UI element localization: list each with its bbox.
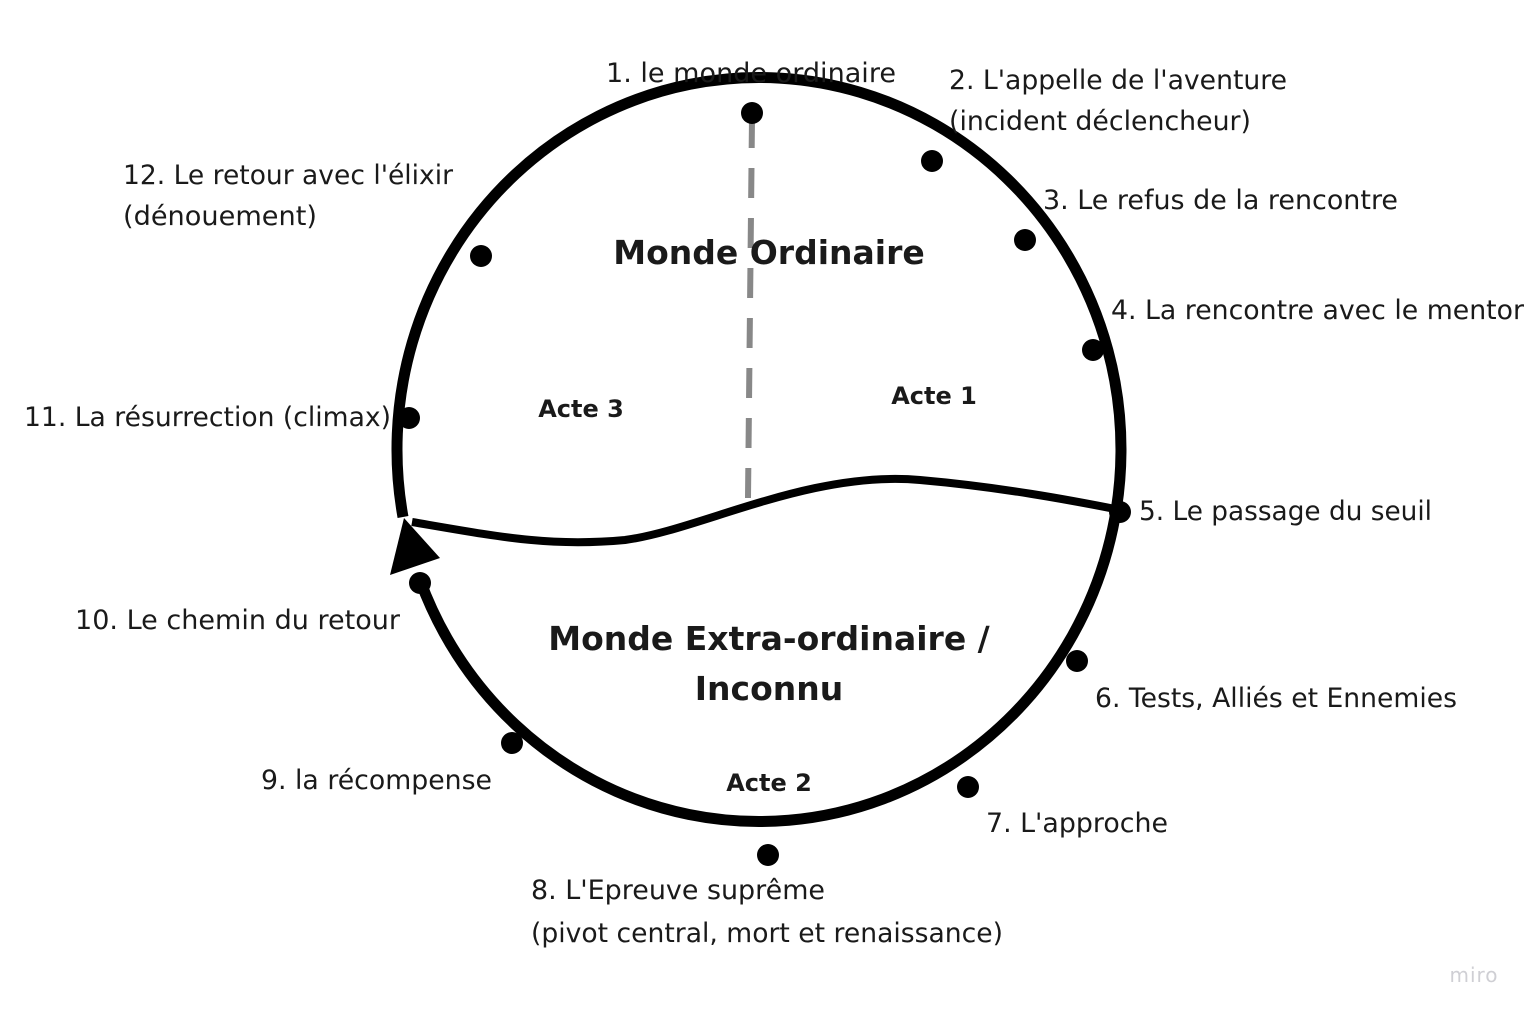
region-title-extraordinary-line2: Inconnu <box>695 669 843 708</box>
stage-point-1 <box>741 102 763 124</box>
stage-point-5 <box>1109 501 1131 523</box>
stage-label-2-line2: (incident déclencheur) <box>949 106 1251 137</box>
act-label-3: Acte 3 <box>538 395 624 423</box>
stage-label-11: 11. La résurrection (climax) <box>24 402 391 433</box>
act-divider-dashed <box>745 117 755 499</box>
stage-label-12-line2: (dénouement) <box>123 201 317 232</box>
stage-label-12-line1: 12. Le retour avec l'élixir <box>123 160 454 191</box>
arrowhead <box>390 518 440 575</box>
stage-point-12 <box>470 245 492 267</box>
stage-label-9: 9. la récompense <box>261 765 492 796</box>
stage-label-5: 5. Le passage du seuil <box>1139 496 1432 527</box>
stage-label-7: 7. L'approche <box>986 808 1168 839</box>
stage-point-3 <box>1014 229 1036 251</box>
threshold-line <box>411 474 1121 547</box>
stage-label-8-line1: 8. L'Epreuve suprême <box>531 875 825 906</box>
stage-label-2-line1: 2. L'appelle de l'aventure <box>949 65 1287 96</box>
stage-label-4: 4. La rencontre avec le mentor <box>1111 295 1525 326</box>
miro-watermark: miro <box>1449 963 1498 987</box>
stage-point-8 <box>757 844 779 866</box>
stage-point-11 <box>398 407 420 429</box>
stage-point-4 <box>1082 339 1104 361</box>
stage-point-9 <box>501 732 523 754</box>
stage-label-8-line2: (pivot central, mort et renaissance) <box>531 918 1003 949</box>
stage-label-10: 10. Le chemin du retour <box>75 605 401 636</box>
stage-label-1: 1. le monde ordinaire <box>606 58 896 89</box>
stage-point-2 <box>921 150 943 172</box>
act-label-2: Acte 2 <box>726 769 812 797</box>
journey-circle <box>391 72 1127 827</box>
stage-label-6: 6. Tests, Alliés et Ennemies <box>1095 683 1457 714</box>
stage-point-6 <box>1066 650 1088 672</box>
stage-label-3: 3. Le refus de la rencontre <box>1043 185 1398 216</box>
act-label-1: Acte 1 <box>891 382 977 410</box>
stage-point-7 <box>957 776 979 798</box>
stage-point-10 <box>409 572 431 594</box>
region-title-extraordinary-line1: Monde Extra-ordinaire / <box>548 619 990 658</box>
stage-points <box>398 102 1131 866</box>
region-title-ordinary: Monde Ordinaire <box>613 233 925 272</box>
